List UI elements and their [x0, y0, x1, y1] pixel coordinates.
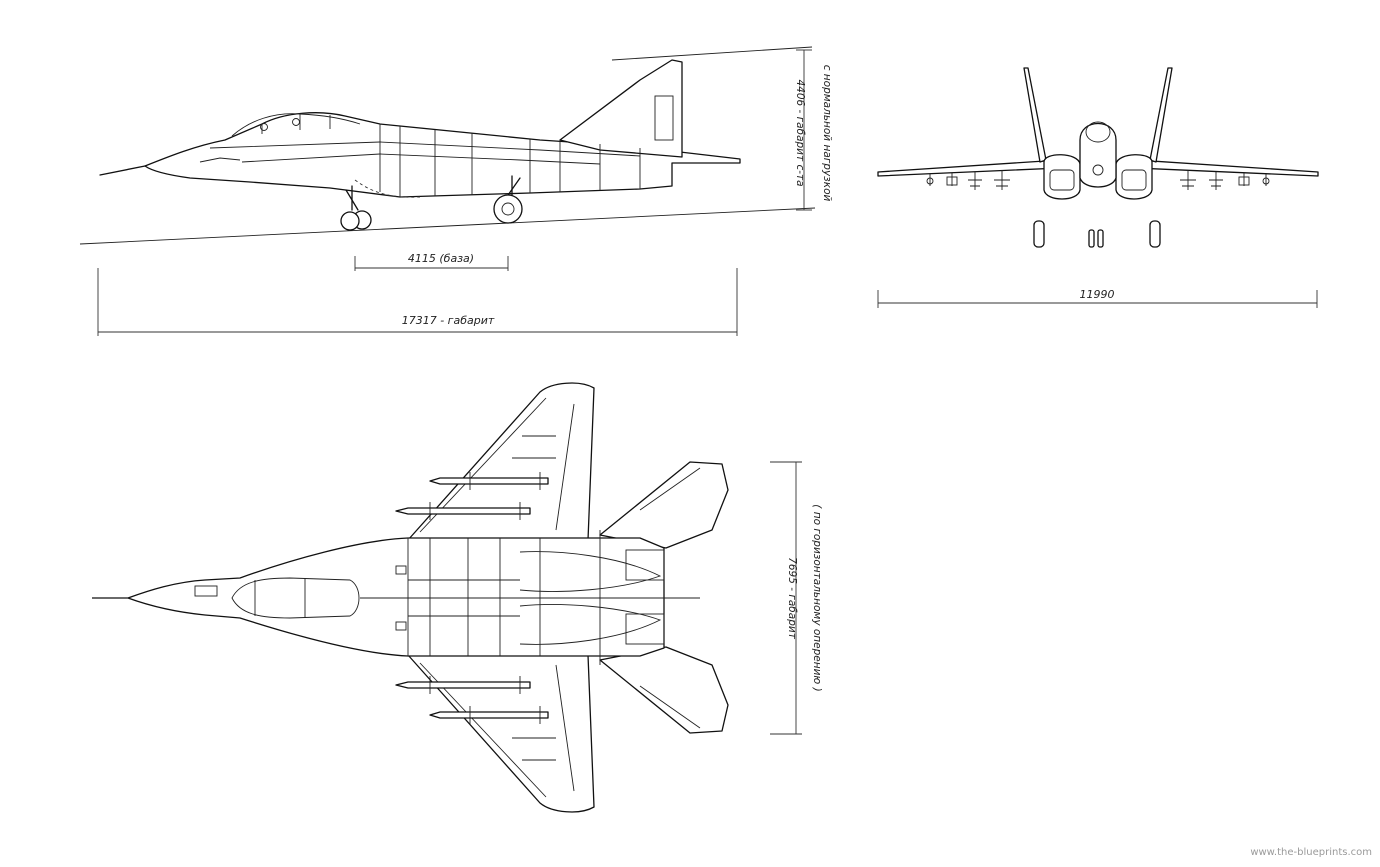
dimension-wheelbase-label: 4115 (база): [408, 252, 474, 265]
pilot-seat-front: [260, 123, 268, 131]
fuselage-top: [92, 537, 665, 657]
vertical-tail: [559, 59, 683, 158]
stabilizer-top-lower: [599, 646, 729, 734]
dimension-height: 4406 - габарит с-та с нормальной нагрузк…: [794, 49, 833, 211]
dimension-overall-length: 17317 - габарит: [97, 268, 738, 336]
stabilizer-top-upper: [599, 461, 729, 549]
wing-front-right: [1135, 159, 1319, 177]
front-view-aircraft: [877, 67, 1319, 248]
top-view: 7695 - габарит ( по горизонтальному опер…: [92, 382, 823, 813]
tail-panel: [654, 95, 674, 141]
main-landing-gear: [493, 175, 523, 224]
nose-landing-gear: [340, 185, 372, 231]
top-reference-line: [611, 46, 813, 61]
front-pylon-stores: [926, 170, 1270, 190]
dimension-wingspan-label: 11990: [1080, 288, 1115, 301]
side-view-aircraft: [99, 59, 741, 231]
missile-lower-inner: [395, 676, 531, 694]
wing-front-left: [877, 159, 1061, 177]
dimension-tail-span: 7695 - габарит ( по горизонтальному опер…: [770, 461, 823, 735]
fin-right: [1149, 67, 1173, 163]
canopy-top: [231, 577, 360, 619]
side-view: 4115 (база) 17317 - габарит 4406 - габар…: [79, 46, 833, 336]
pilot-seat-rear: [292, 118, 300, 126]
nacelle-left: [1043, 154, 1081, 200]
nacelle-right: [1115, 154, 1153, 200]
fin-left: [1023, 67, 1047, 163]
canopy-side: [231, 113, 361, 137]
dimension-wingspan: 11990: [877, 288, 1318, 308]
top-view-aircraft: [92, 382, 729, 813]
intake-side: [209, 141, 641, 157]
dimension-wheelbase: 4115 (база): [354, 252, 509, 271]
dimension-height-label-2: с нормальной нагрузкой: [821, 65, 833, 202]
dimension-overall-length-label: 17317 - габарит: [402, 314, 495, 327]
front-landing-gear: [1033, 220, 1161, 248]
watermark: www.the-blueprints.com: [1250, 847, 1372, 858]
missile-lower-outer: [429, 706, 549, 724]
front-view: 11990: [877, 67, 1319, 308]
pitot-tube: [99, 165, 146, 176]
missile-upper-inner: [395, 502, 531, 520]
wing-top-lower: [407, 654, 595, 813]
engine-nacelle-upper: [519, 551, 662, 592]
missile-upper-outer: [429, 472, 549, 490]
wing-top-upper: [407, 382, 595, 541]
dimension-tail-span-label-2: ( по горизонтальному оперению ): [811, 504, 823, 691]
dimension-tail-span-label-1: 7695 - габарит: [786, 557, 798, 640]
engine-nacelle-lower: [519, 604, 662, 645]
ground-reference-line: [79, 207, 816, 245]
canopy-front: [1085, 121, 1111, 143]
fuselage-side: [144, 112, 741, 198]
dimension-height-label-1: 4406 - габарит с-та: [794, 79, 806, 186]
fuselage-front: [1079, 123, 1117, 188]
